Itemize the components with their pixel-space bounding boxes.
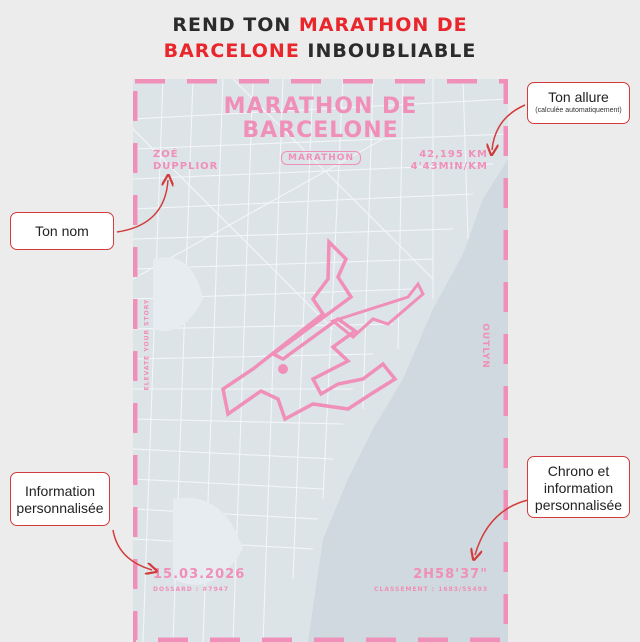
pace-value: 4'43MIN/KM xyxy=(410,161,488,172)
route-line xyxy=(329,281,425,339)
city-map xyxy=(133,79,508,642)
marathon-poster: MARATHON DE BARCELONE ZOÉ DUPPLIOR MARAT… xyxy=(133,79,508,642)
runner-last-name: DUPPLIOR xyxy=(153,161,219,172)
park-area xyxy=(173,497,243,585)
runner-first-name: ZOÉ xyxy=(153,149,179,160)
dossard-number: DOSSARD : #7947 xyxy=(153,586,230,593)
callout-chrono-line2: information xyxy=(543,480,614,496)
route-start-dot xyxy=(278,364,288,374)
headline-part2: MARATHON DE xyxy=(298,14,468,36)
headline-part1: REND TON xyxy=(172,14,299,36)
poster-title-line2: BARCELONE xyxy=(242,118,399,143)
callout-info-line2: personnalisée xyxy=(16,500,104,516)
park-area xyxy=(153,257,203,331)
classement-rank: CLASSEMENT : 1683/55493 xyxy=(374,586,488,593)
chrono-time: 2H58'37" xyxy=(413,567,488,582)
headline-part4: INBOUBLIABLE xyxy=(299,40,477,62)
callout-chrono: Chrono et information personnalisée xyxy=(527,456,630,518)
callout-name: Ton nom xyxy=(10,212,114,250)
side-text-left: ELEVATE YOUR STORY xyxy=(143,298,151,391)
runner-name: ZOÉ DUPPLIOR xyxy=(153,149,218,173)
sea-area xyxy=(308,159,508,642)
callout-pace-sub: (calculée automatiquement) xyxy=(535,107,622,114)
distance-value: 42,195 KM xyxy=(419,149,488,160)
race-date: 15.03.2026 xyxy=(153,567,246,582)
event-badge: MARATHON xyxy=(281,151,361,165)
poster-title-line1: MARATHON DE xyxy=(223,94,418,119)
callout-pace: Ton allure (calculée automatiquement) xyxy=(527,82,630,124)
pace-stats: 42,195 KM 4'43MIN/KM xyxy=(411,149,488,173)
route-line xyxy=(221,237,398,422)
callout-info: Information personnalisée xyxy=(10,472,110,526)
headline-part3: BARCELONE xyxy=(163,40,300,62)
callout-chrono-line1: Chrono et xyxy=(547,463,610,479)
side-text-right: OUTLYN xyxy=(480,323,490,369)
callout-name-text: Ton nom xyxy=(35,223,89,239)
callout-pace-title: Ton allure xyxy=(548,89,609,105)
headline: REND TON MARATHON DE BARCELONE INBOUBLIA… xyxy=(0,12,640,64)
poster-title: MARATHON DE BARCELONE xyxy=(133,95,508,143)
callout-info-line1: Information xyxy=(24,483,96,499)
callout-chrono-line3: personnalisée xyxy=(534,497,623,513)
